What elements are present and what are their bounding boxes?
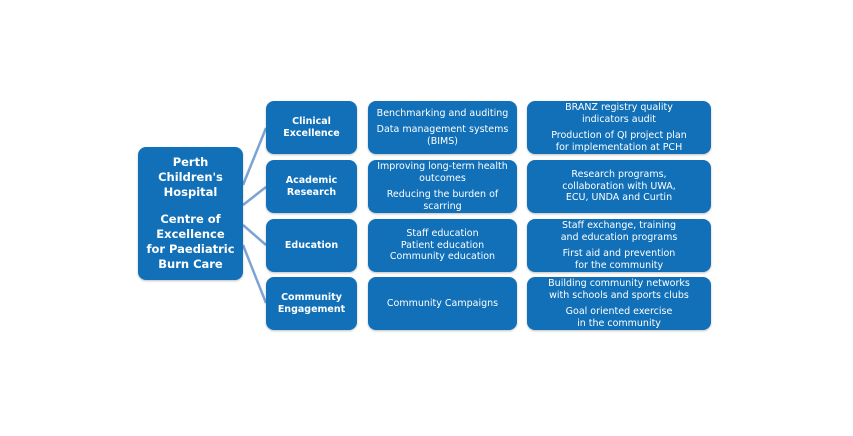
root-title-line: Children's [158, 170, 223, 184]
mid-line: Patient education [400, 239, 485, 251]
mid-line: Community Campaigns [386, 297, 499, 309]
root-subtitle-line: for Paediatric [146, 242, 235, 256]
detail-line: Building community networks [548, 278, 690, 289]
detail-line: Goal oriented exercise [565, 306, 673, 317]
detail-line: Production of QI project plan [551, 130, 687, 141]
mid-entry: Reducing the burden of scarring [387, 189, 498, 212]
mid-line: Reducing the burden of [386, 189, 499, 200]
root-subtitle-line: Excellence [156, 227, 225, 241]
detail-academic-research: Research programs, collaboration with UW… [527, 160, 711, 213]
pillar-community-engagement: Community Engagement [266, 277, 357, 330]
mid-entry: Community education [390, 251, 495, 263]
mid-academic-research: Improving long-term health outcomes Redu… [368, 160, 517, 213]
mid-line: Benchmarking and auditing [376, 107, 509, 119]
mid-entry: Patient education [401, 240, 484, 252]
detail-line: First aid and prevention [562, 248, 676, 259]
detail-line: collaboration with UWA, [562, 180, 676, 192]
detail-line: Staff exchange, training [561, 220, 677, 231]
detail-community-engagement: Building community networks with schools… [527, 277, 711, 330]
mid-line: Staff education [406, 228, 479, 240]
root-title-line: Hospital [163, 185, 218, 199]
mid-line: outcomes [419, 172, 466, 184]
detail-line: indicators audit [581, 113, 657, 125]
detail-entry: Production of QI project plan for implem… [551, 130, 687, 153]
mid-line: Data management systems [376, 124, 509, 136]
root-subtitle-line: Burn Care [158, 257, 223, 271]
pillar-education: Education [266, 219, 357, 272]
pillar-label: Research [286, 186, 337, 198]
pillar-label: Academic [285, 174, 338, 186]
detail-line: BRANZ registry quality [565, 102, 673, 113]
mid-line: Improving long-term health [377, 161, 508, 172]
detail-entry: Building community networks with schools… [548, 278, 690, 301]
detail-line: for implementation at PCH [555, 141, 683, 153]
detail-line: in the community [577, 317, 661, 329]
mid-entry: Staff education [406, 228, 478, 240]
pillar-academic-research: Academic Research [266, 160, 357, 213]
detail-line: for the community [574, 259, 664, 271]
detail-line: with schools and sports clubs [549, 289, 689, 301]
connector-education [242, 224, 267, 246]
detail-line: and education programs [560, 231, 678, 243]
mid-line: (BIMS) [427, 135, 458, 147]
mid-community-engagement: Community Campaigns [368, 277, 517, 330]
pillar-clinical-excellence: Clinical Excellence [266, 101, 357, 154]
root-node: Perth Children's Hospital Centre of Exce… [138, 147, 243, 280]
pillar-label: Clinical [292, 115, 331, 127]
connector-academic [242, 186, 267, 206]
detail-entry: First aid and prevention for the communi… [563, 248, 676, 271]
detail-entry: Goal oriented exercise in the community [566, 306, 673, 329]
pillar-label: Community [281, 291, 342, 303]
root-subtitle-line: Centre of [160, 212, 221, 226]
mid-entry: Improving long-term health outcomes [377, 161, 508, 184]
pillar-label: Education [284, 239, 339, 251]
detail-entry: BRANZ registry quality indicators audit [565, 102, 673, 125]
detail-line: Research programs, [571, 169, 667, 181]
pillar-label: Engagement [277, 303, 346, 315]
connector-clinical [241, 127, 268, 186]
pillar-label: Excellence [283, 127, 340, 139]
mid-entry: Benchmarking and auditing [377, 108, 509, 120]
detail-clinical-excellence: BRANZ registry quality indicators audit … [527, 101, 711, 154]
mid-line: scarring [423, 200, 462, 212]
mid-entry: Data management systems (BIMS) [377, 124, 509, 147]
detail-entry: Research programs, collaboration with UW… [562, 169, 675, 204]
detail-entry: Staff exchange, training and education p… [561, 220, 678, 243]
mid-line: Community education [389, 251, 496, 263]
mid-clinical-excellence: Benchmarking and auditing Data managemen… [368, 101, 517, 154]
connector-community [241, 244, 268, 304]
root-title-line: Perth [172, 155, 209, 169]
detail-line: ECU, UNDA and Curtin [565, 192, 673, 204]
detail-education: Staff exchange, training and education p… [527, 219, 711, 272]
mid-education: Staff education Patient education Commun… [368, 219, 517, 272]
mid-entry: Community Campaigns [387, 298, 498, 310]
